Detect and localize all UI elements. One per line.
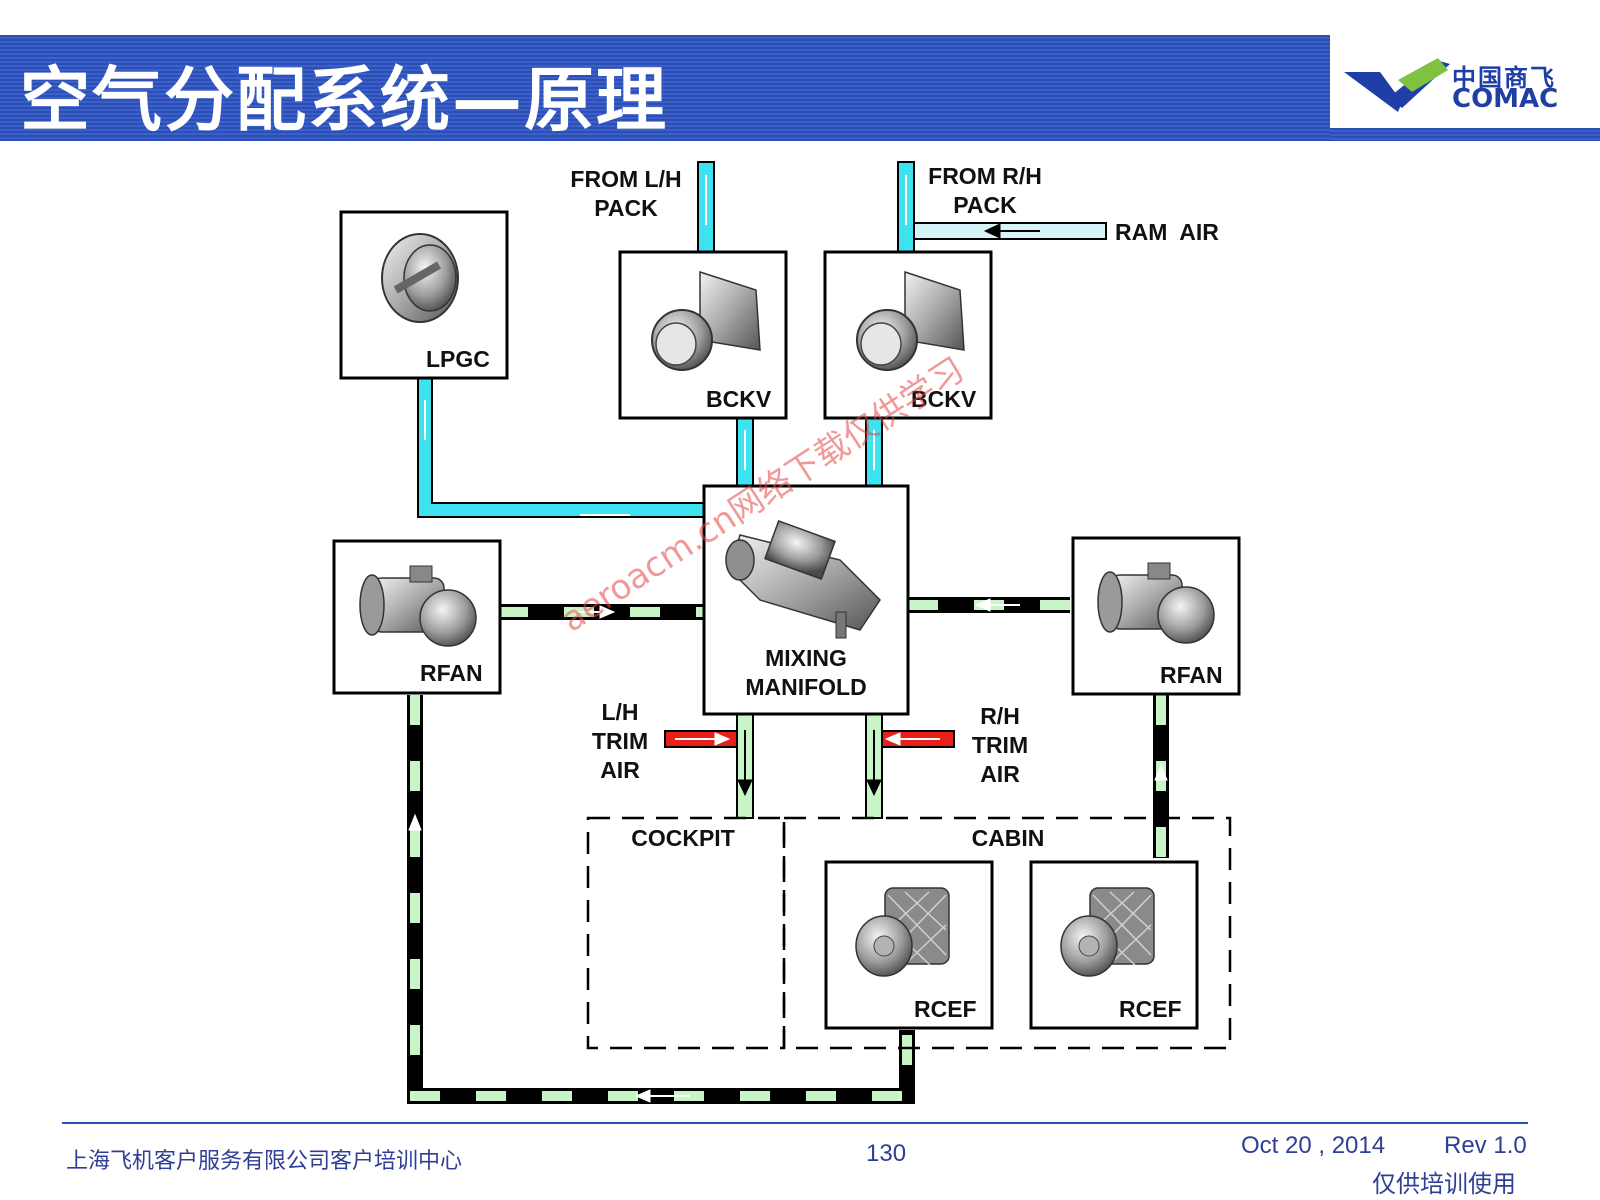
rcef-left-label: RCEF [914, 996, 977, 1022]
rfan-left-label: RFAN [420, 660, 483, 686]
logo-text-cn: 中国商飞 [1452, 64, 1556, 92]
title-bar [0, 35, 1330, 141]
lh-trim-air-label-line1: L/H [601, 699, 638, 725]
lh-trim-air-label-line2: TRIM [592, 728, 648, 754]
bckv-left-box: BCKV [618, 250, 788, 420]
zones [586, 816, 1232, 1050]
page-title: 空气分配系统—原理 [20, 59, 668, 141]
rfan-fan-icon [359, 565, 477, 647]
lh-trim-air-label-line3: AIR [600, 757, 640, 783]
title-stripe [1330, 128, 1600, 141]
rcef-right-box: RCEF [1029, 860, 1199, 1030]
cabin-label: CABIN [972, 825, 1045, 851]
lpgc-valve-icon [381, 233, 459, 323]
up-arrow-icon [408, 763, 1168, 831]
cabin-zone [782, 816, 1232, 1050]
flow-labels: FROM L/H PACK FROM R/H PACK RAM AIR L/H … [570, 163, 1219, 851]
from-lh-pack-label-line2: PACK [594, 195, 658, 221]
rh-trim-air-label-line3: AIR [980, 761, 1020, 787]
footer-date: Oct 20 , 2014 [1241, 1132, 1386, 1159]
rcef-filter-icon [1060, 887, 1155, 977]
mixing-manifold-label-line1: MIXING [765, 645, 847, 671]
from-lh-pack-label-line1: FROM L/H [570, 166, 681, 192]
bckv-right-box: BCKV [823, 250, 993, 420]
from-rh-pack-label-line1: FROM R/H [928, 163, 1042, 189]
lpgc-box: LPGC [339, 210, 509, 380]
bckv-right-label: BCKV [911, 386, 977, 412]
right-arrow-icon [570, 514, 731, 746]
cockpit-zone [586, 816, 786, 1050]
rfan-right-box: RFAN [1071, 536, 1241, 696]
rh-trim-air-label-line2: TRIM [972, 732, 1028, 758]
mixing-manifold-box: MIXING MANIFOLD [702, 484, 910, 716]
rfan-left-box: RFAN [332, 539, 502, 695]
ram-air-label: RAM AIR [1115, 219, 1219, 245]
footer-organization: 上海飞机客户服务有限公司客户培训中心 [66, 1149, 463, 1174]
rfan-right-label: RFAN [1160, 662, 1223, 688]
rcef-right-label: RCEF [1119, 996, 1182, 1022]
logo-text-en: COMAC [1452, 84, 1559, 114]
mixing-manifold-icon [725, 519, 881, 639]
rh-trim-air-label-line1: R/H [980, 703, 1020, 729]
down-arrow-icon [424, 175, 907, 797]
from-rh-pack-label-line2: PACK [953, 192, 1017, 218]
bckv-left-label: BCKV [706, 386, 772, 412]
bckv-valve-icon [856, 270, 965, 371]
page-number: 130 [866, 1140, 907, 1167]
flow-arrows [408, 175, 1168, 1103]
distribution-ducts [736, 713, 883, 819]
rfan-fan-icon [1097, 562, 1215, 644]
cockpit-label: COCKPIT [631, 825, 735, 851]
left-arrow-icon [634, 223, 1040, 1103]
lpgc-label: LPGC [426, 346, 490, 372]
bckv-valve-icon [651, 270, 761, 371]
mixing-manifold-label-line2: MANIFOLD [745, 674, 866, 700]
comac-logo-icon [1344, 58, 1450, 112]
footer-divider [62, 1122, 1528, 1124]
rcef-filter-icon [855, 887, 950, 977]
footer-note: 仅供培训使用 [1372, 1170, 1516, 1198]
footer-revision: Rev 1.0 [1444, 1132, 1527, 1159]
rcef-left-box: RCEF [824, 860, 994, 1030]
